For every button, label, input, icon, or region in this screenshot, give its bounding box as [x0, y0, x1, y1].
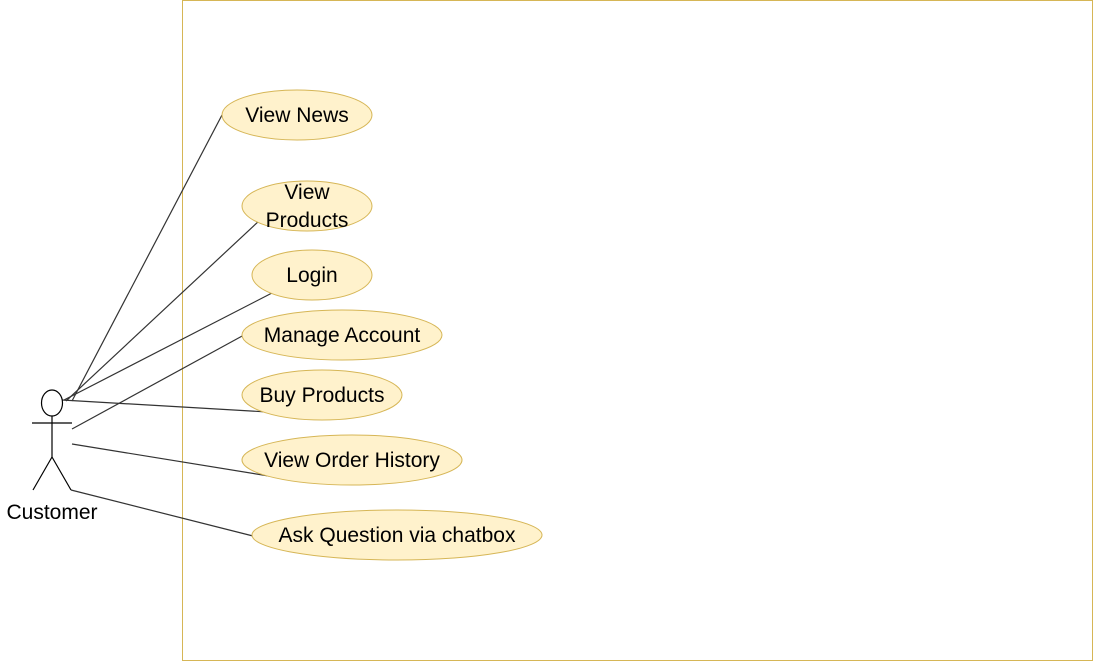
use-case-buy-products: Buy Products — [241, 369, 403, 421]
use-case-ellipse — [241, 369, 403, 421]
use-case-label: View Order History — [264, 449, 440, 472]
use-case-ellipse — [241, 180, 373, 232]
actor-head — [40, 389, 64, 417]
association-manage-account — [71, 334, 245, 430]
use-case-ellipse — [241, 309, 443, 361]
actor-left-leg — [32, 456, 53, 491]
actor-label: Customer — [6, 501, 97, 524]
use-case-label: Login — [286, 264, 337, 287]
use-case-ellipse — [221, 89, 373, 141]
association-view-products — [65, 219, 261, 402]
use-case-ellipse — [241, 434, 463, 486]
use-case-ask-question-via-chatbox: Ask Question via chatbox — [251, 509, 543, 561]
use-case-label: Manage Account — [264, 324, 421, 347]
use-case-label: Ask Question via chatbox — [279, 524, 516, 547]
use-case-label: View — [284, 181, 330, 204]
use-case-ellipse — [251, 249, 373, 301]
use-case-view-order-history: View Order History — [241, 434, 463, 486]
use-case-label: Buy Products — [260, 384, 385, 407]
actor-right-leg — [51, 456, 72, 491]
association-view-order-history — [71, 443, 276, 478]
use-case-label: Products — [266, 209, 349, 232]
use-case-view-news: View News — [221, 89, 373, 141]
association-login — [63, 292, 273, 401]
use-case-ellipse — [251, 509, 543, 561]
use-case-login: Login — [251, 249, 373, 301]
associations — [61, 114, 276, 537]
association-view-news — [71, 114, 223, 402]
association-ask-question-via-chatbox — [70, 489, 254, 537]
actor-customer: Customer — [6, 389, 98, 524]
use-case-label: View News — [245, 104, 348, 127]
association-buy-products — [61, 399, 269, 413]
use-case-manage-account: Manage Account — [241, 309, 443, 361]
